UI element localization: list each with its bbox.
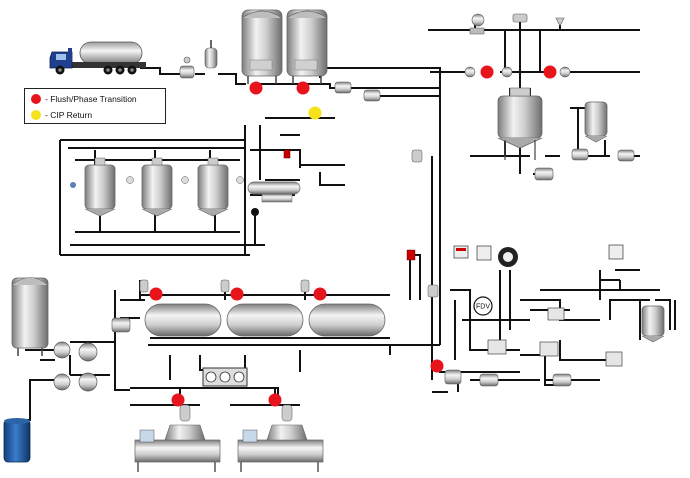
blue-barrel (3, 418, 31, 463)
cip-return-marker (308, 106, 322, 120)
separator-1 (53, 341, 98, 392)
process-tank-small (584, 101, 608, 143)
piping-network (15, 18, 676, 421)
flush-legend-swatch (31, 94, 41, 104)
process-tank-large (497, 87, 543, 160)
cip-legend-swatch (31, 110, 41, 120)
horizontal-tank-3 (308, 303, 386, 337)
batch-tank-3 (197, 157, 229, 217)
filler-machine-1 (134, 424, 221, 472)
silo-outlet-pump (334, 81, 381, 102)
top-right-pumps (534, 148, 635, 181)
flush-phase-markers (149, 65, 557, 407)
flush-marker (480, 65, 494, 79)
valve-manifold (202, 367, 248, 387)
cip-return-markers (308, 106, 322, 120)
raw-milk-silo-1 (241, 9, 283, 84)
raw-milk-silo-2 (286, 9, 328, 84)
filler-machine-2 (237, 424, 324, 472)
cip-legend-label: - CIP Return (45, 110, 93, 120)
legend-item-flush: - Flush/Phase Transition (31, 93, 137, 105)
top-header-valves (464, 13, 571, 78)
tank-top-valves (111, 279, 310, 333)
storage-tank-left (11, 277, 49, 356)
inline-filter (204, 40, 218, 69)
filler-feed-valves (179, 404, 293, 422)
flush-marker (230, 287, 244, 301)
flush-marker (268, 393, 282, 407)
flush-marker (149, 287, 163, 301)
flush-marker (313, 287, 327, 301)
plate-heat-exchanger (487, 307, 623, 367)
recorder-panel (453, 244, 624, 267)
legend: - Flush/Phase Transition - CIP Return (24, 88, 166, 124)
legend-item-cip: - CIP Return (31, 109, 92, 121)
fdv-label: FDV (476, 304, 490, 311)
flush-marker (430, 359, 444, 373)
right-side-tank (641, 305, 665, 343)
milk-tanker-truck (49, 41, 146, 75)
horizontal-tank-2 (226, 303, 304, 337)
right-side-pumps (406, 149, 572, 387)
heat-exchanger (247, 181, 301, 203)
transfer-pump (179, 56, 195, 79)
flush-marker (296, 81, 310, 95)
flush-marker (543, 65, 557, 79)
flush-legend-label: - Flush/Phase Transition (45, 94, 137, 104)
flow-diversion-valve: FDV (473, 296, 493, 316)
horizontal-tank-1 (144, 303, 222, 337)
batch-tank-2 (141, 157, 173, 217)
cluster-valves (70, 149, 291, 216)
flush-marker (171, 393, 185, 407)
flush-marker (249, 81, 263, 95)
batch-tank-1 (84, 157, 116, 217)
